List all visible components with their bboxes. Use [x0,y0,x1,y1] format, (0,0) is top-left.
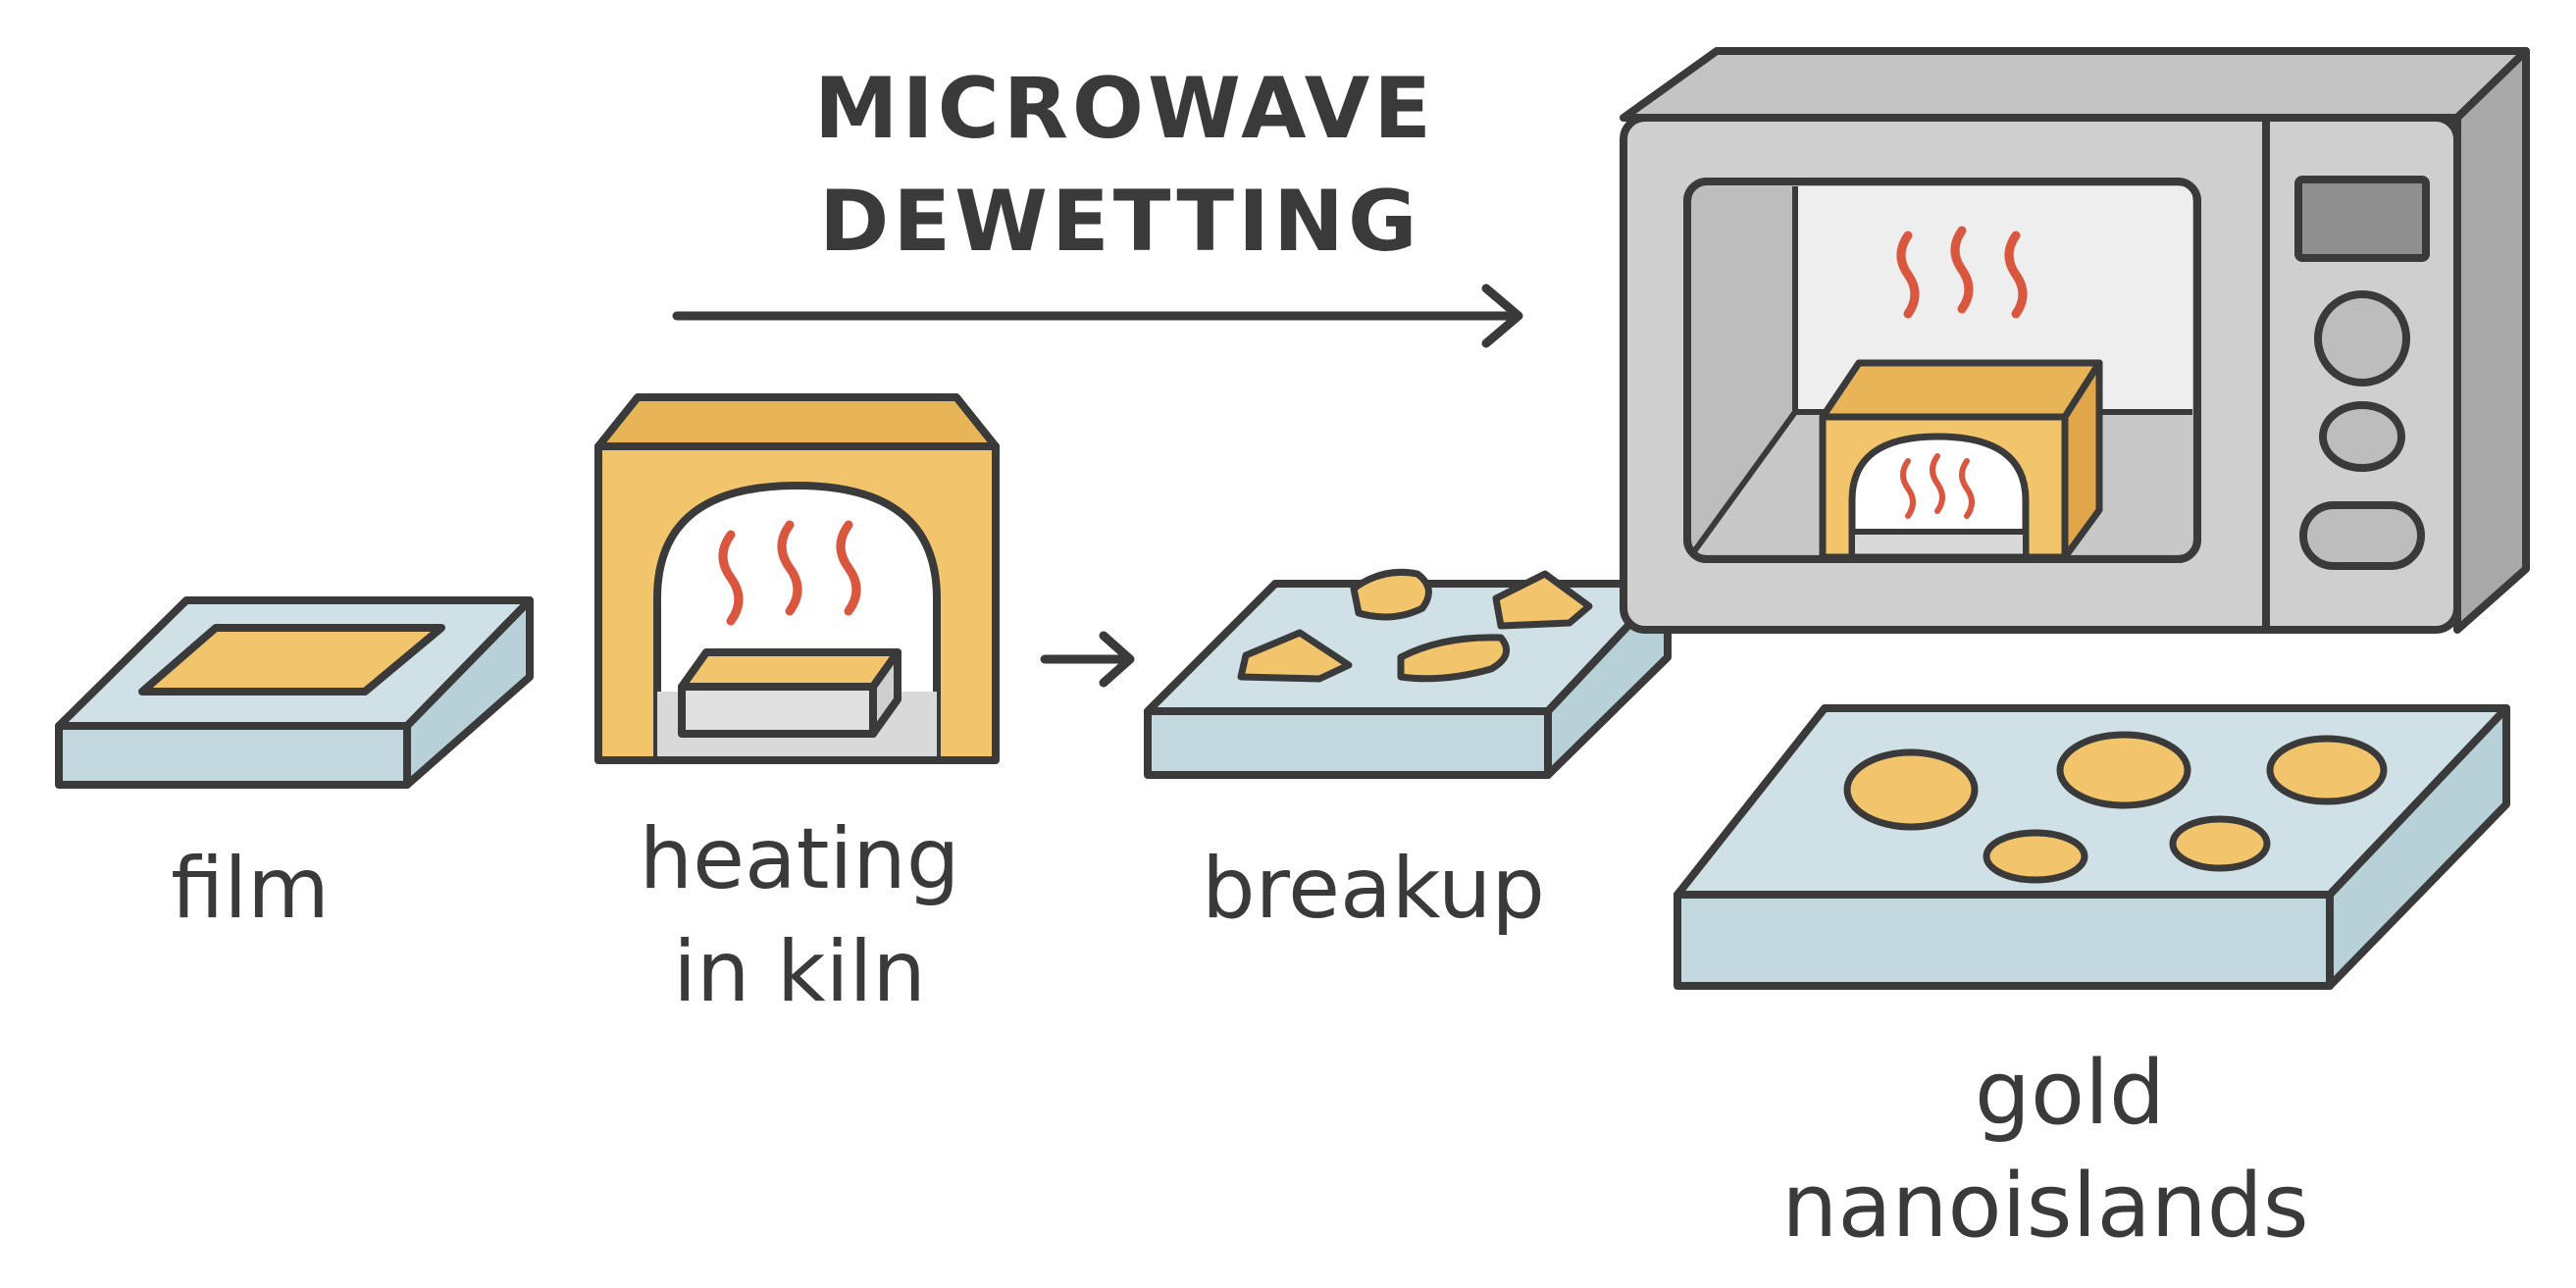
microwave-heat-waves-icon [1896,226,2028,319]
substrate-side [2326,704,2510,990]
substrate-front [55,722,411,789]
gold-fragment [1237,629,1353,683]
mini-kiln [1819,359,2103,561]
mini-kiln-top [1819,359,2103,421]
gold-fragment [1492,570,1593,630]
mini-kiln-floor [1855,532,2023,555]
kiln-roof [594,393,1000,450]
microwave-top [1620,47,2530,122]
gold-fragments [1237,568,1593,683]
label-gold-line-2: nanoislands [1781,1155,2308,1258]
kiln-sample-side [869,648,902,738]
label-film: film [171,840,330,938]
arrow-to-microwave [672,283,1523,348]
label-breakup: breakup [1202,840,1545,938]
title-line-1: MICROWAVE [814,60,1435,158]
film-substrate [55,596,534,789]
kiln-sample-front [678,683,877,738]
microwave-side [2453,47,2530,634]
kiln-heat-waves-icon [718,520,861,626]
gold-nanoisland [1843,748,1979,831]
gold-nanoisland [2169,815,2271,872]
gold-nanoislands [1843,731,2388,884]
title-line-2: DEWETTING [819,173,1421,271]
label-heating-line-1: heating [640,810,960,908]
gold-fragment [1350,568,1432,621]
gold-nanoisland [2056,731,2191,809]
arrow-to-breakup [1040,631,1135,688]
gold-fragment [1397,634,1511,683]
microwave-display [2294,176,2430,262]
microwave-button-icon [2299,501,2425,570]
gold-nanoisland [2266,735,2388,805]
mini-kiln-opening [1848,433,2030,561]
kiln-sample-top [678,648,902,691]
microwave-button-icon [2319,401,2405,472]
substrate-side [403,596,534,789]
label-heating-line-2: in kiln [673,923,926,1021]
gold-film [138,624,445,696]
title-block: MICROWAVE DEWETTING [814,60,1435,271]
microwave-dial-icon [2314,290,2410,386]
substrate-front [1144,707,1552,779]
label-gold-line-1: gold [1975,1042,2165,1145]
mini-kiln-heat-waves-icon [1900,453,1975,519]
substrate-front [1674,891,2334,990]
gold-nanoisland [1983,829,2088,884]
